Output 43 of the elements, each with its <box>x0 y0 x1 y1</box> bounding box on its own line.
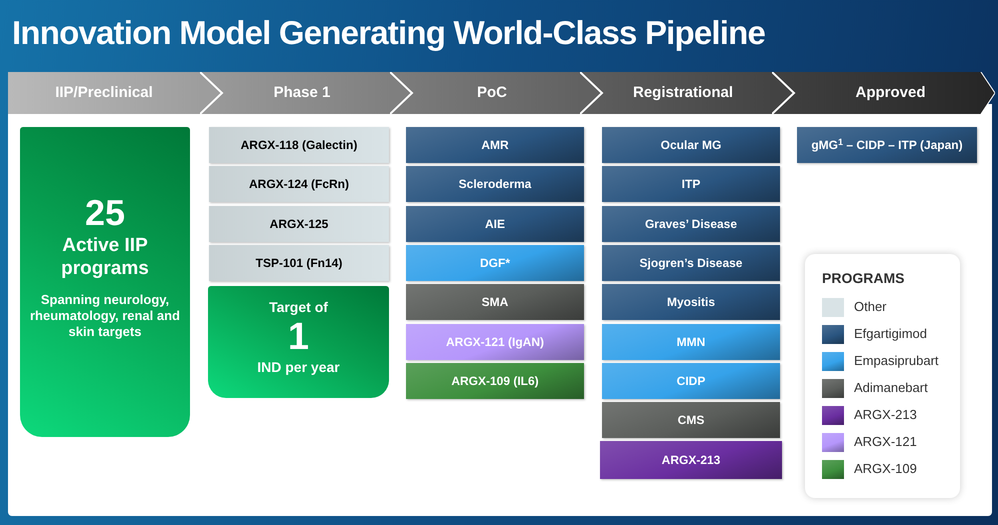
program-box: TSP-101 (Fn14) <box>209 244 389 281</box>
legend-text: Other <box>854 298 887 316</box>
program-box: Graves’ Disease <box>602 206 780 242</box>
program-box: ARGX-124 (FcRn) <box>209 166 389 202</box>
summary-card <box>20 127 190 437</box>
program-box: ITP <box>602 166 780 202</box>
program-box: AMR <box>406 127 584 163</box>
slide-title: Innovation Model Generating World-Class Pipeline <box>12 13 766 53</box>
program-box: ARGX-118 (Galectin) <box>209 127 389 163</box>
program-box: ARGX-213 <box>600 441 782 480</box>
legend-text: ARGX-109 <box>854 460 917 478</box>
stage-label: Approved <box>855 82 926 103</box>
stage-label: Registrational <box>632 82 734 103</box>
stage-label: Phase 1 <box>274 82 330 103</box>
program-box: ARGX-125 <box>209 206 389 242</box>
summary-card <box>208 286 389 398</box>
legend-text: Efgartigimod <box>854 325 927 344</box>
summary-text: Active IIP programs <box>60 234 150 280</box>
stage-label: IIP/Preclinical <box>55 82 153 103</box>
program-box: Scleroderma <box>406 166 584 202</box>
program-box: CIDP <box>602 362 780 399</box>
program-box: gMG$^{1}$ – CIDP – ITP (Japan) <box>797 127 977 163</box>
program-box: ARGX-109 (IL6) <box>406 362 584 399</box>
program-box: ARGX-121 (IgAN) <box>406 324 584 360</box>
big-number: 25 <box>84 192 126 234</box>
program-box: Sjogren’s Disease <box>602 244 780 281</box>
big-number: 1 <box>288 316 310 358</box>
program-box: CMS <box>602 402 780 438</box>
program-box: Ocular MG <box>602 127 780 163</box>
legend-text: Empasiprubart <box>854 352 939 370</box>
legend-text: ARGX-121 <box>854 433 917 452</box>
program-box: SMA <box>406 284 584 320</box>
summary-text: IND per year <box>257 358 340 376</box>
legend-title: PROGRAMS <box>822 269 906 288</box>
legend-text: Adimanebart <box>854 379 928 398</box>
legend-text: ARGX-213 <box>854 406 917 424</box>
program-box: MMN <box>602 324 780 360</box>
summary-text: Target of <box>269 298 328 316</box>
program-box: Myositis <box>602 284 780 320</box>
program-box: AIE <box>406 206 584 242</box>
stage-label: PoC <box>477 82 507 103</box>
summary-text: Spanning neurology, rheumatology, renal and skin targets <box>28 292 181 340</box>
program-box: DGF* <box>406 244 584 281</box>
